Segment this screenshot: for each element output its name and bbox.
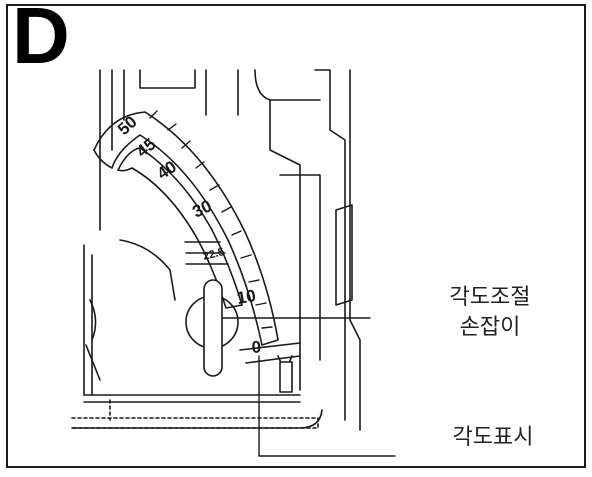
leader-lines — [221, 317, 396, 457]
leader-indicator — [258, 355, 396, 457]
callout-indicator-text: 각도표시 — [452, 425, 534, 450]
scale-label-10: 10 — [235, 286, 257, 308]
bevel-scale-arc — [93, 111, 279, 346]
scale-label-0: 0 — [251, 337, 262, 357]
scale-label-22-5: 22.5 — [202, 246, 226, 263]
figure-frame — [6, 4, 586, 468]
scale-ticks — [149, 110, 273, 329]
scale-label-50: 50 — [114, 112, 141, 139]
callout-angle-indicator: 각도표시 — [428, 423, 558, 453]
scale-label-45: 45 — [133, 135, 160, 162]
scale-labels: 50 45 40 30 22.5 10 0 — [114, 112, 262, 357]
callout-knob-line1: 각도조절 — [449, 285, 531, 310]
callout-knob-line2: 손잡이 — [459, 315, 521, 340]
saw-housing — [71, 69, 361, 431]
panel-label: D — [12, 0, 70, 80]
angle-indicator-pointer — [239, 342, 301, 393]
callout-angle-adjust-knob: 각도조절 손잡이 — [430, 283, 550, 343]
angle-adjust-knob — [185, 279, 239, 377]
